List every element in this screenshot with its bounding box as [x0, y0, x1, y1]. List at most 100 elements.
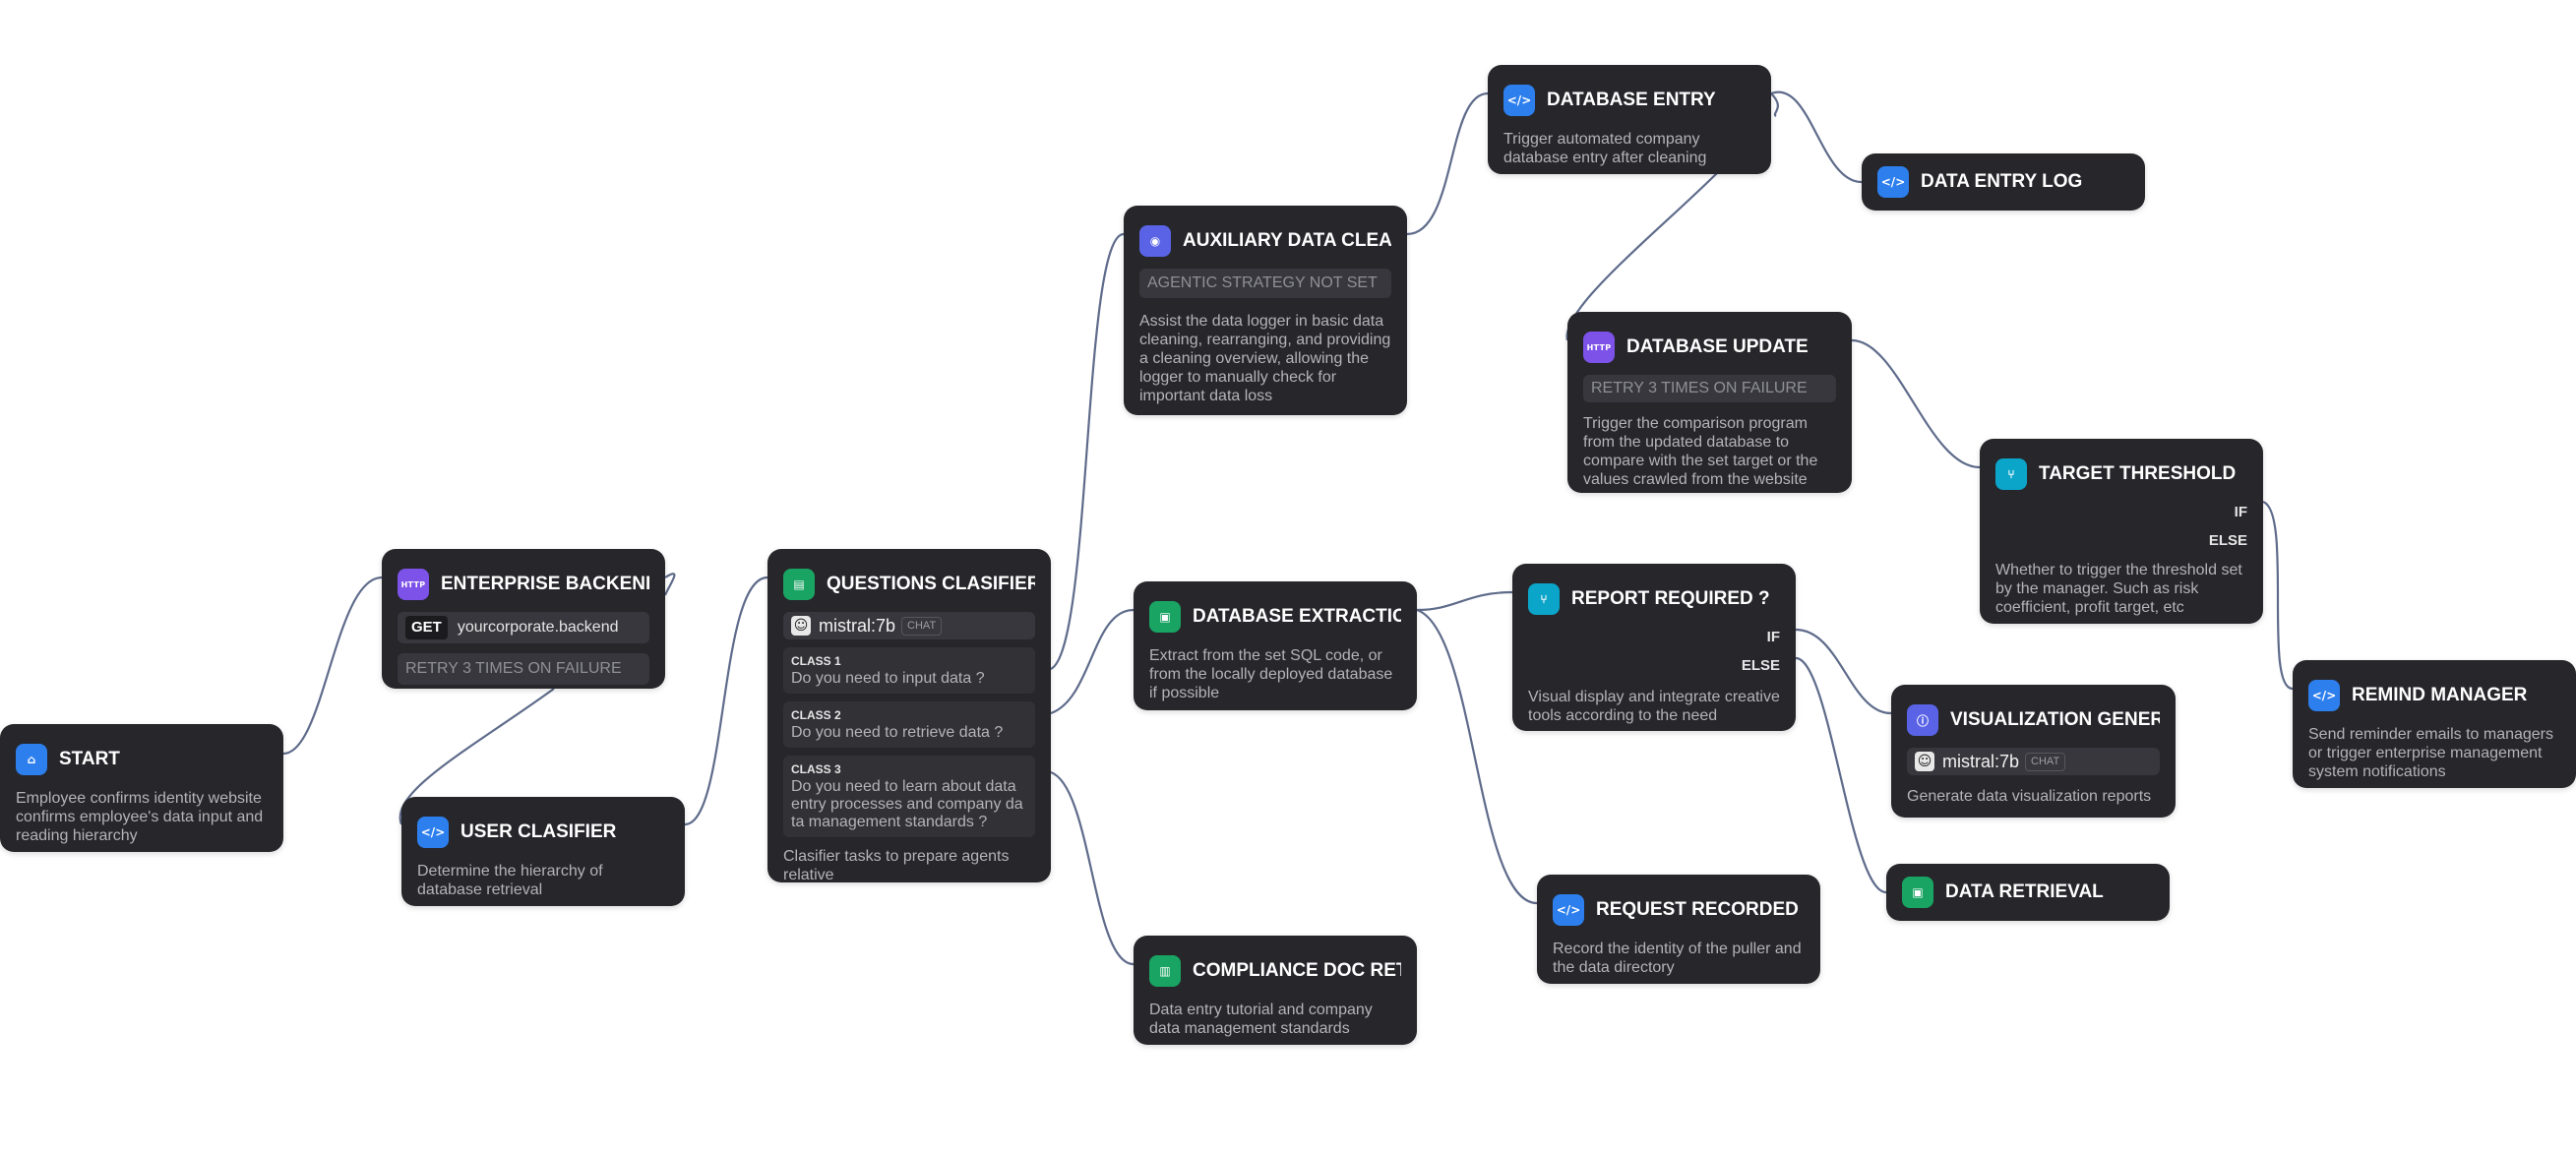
node-title: AUXILIARY DATA CLEAN — [1183, 230, 1391, 251]
else-branch-label: ELSE — [2208, 532, 2247, 549]
edge-start-backend — [282, 576, 383, 756]
node-description: Generate data visualization reports — [1907, 788, 2152, 805]
node-title: DATABASE UPDATE — [1626, 336, 1809, 357]
node-compliance-doc-retriev[interactable]: ▥ COMPLIANCE DOC RETRIEV Data entry tuto… — [1134, 936, 1417, 1045]
branch-icon: ⑂ — [1528, 583, 1560, 615]
edge-questions-extraction — [1050, 608, 1135, 715]
class-item: CLASS 1 Do you need to input data ? — [783, 647, 1035, 694]
node-database-extraction[interactable]: ▣ DATABASE EXTRACTION Extract from the s… — [1134, 581, 1417, 710]
document-icon: ▣ — [1902, 877, 1933, 908]
node-description: Send reminder emails to managers or trig… — [2308, 726, 2554, 780]
http-icon: HTTP — [1583, 332, 1615, 363]
node-user-clasifier[interactable]: </> USER CLASIFIER Determine the hierarc… — [401, 797, 685, 906]
model-name: mistral:7b — [1942, 752, 2020, 771]
edge-questions-compliance — [1050, 770, 1135, 966]
model-icon: ☺ — [1915, 752, 1934, 771]
code-icon: </> — [417, 817, 449, 848]
retry-policy: RETRY 3 TIMES ON FAILURE — [398, 653, 649, 685]
node-title: START — [59, 749, 120, 769]
node-description: Trigger the comparison program from the … — [1583, 415, 1818, 488]
node-title: QUESTIONS CLASIFIER — [827, 574, 1035, 594]
node-database-entry[interactable]: </> DATABASE ENTRY Trigger automated com… — [1488, 65, 1771, 174]
node-database-update[interactable]: HTTP DATABASE UPDATE RETRY 3 TIMES ON FA… — [1567, 312, 1852, 493]
if-branch-label: IF — [2234, 504, 2247, 520]
agent-strategy: AGENTIC STRATEGY NOT SET — [1139, 269, 1391, 298]
node-title: REQUEST RECORDED — [1596, 899, 1799, 920]
http-icon: HTTP — [398, 569, 429, 600]
http-method-badge: GET — [405, 616, 448, 639]
model-selector[interactable]: ☺ mistral:7b CHAT — [1907, 748, 2160, 775]
class-label: CLASS 1 — [791, 654, 841, 668]
node-title: REPORT REQUIRED ? — [1571, 588, 1770, 609]
node-visualization-generato[interactable]: ⓘ VISUALIZATION GENERATO ☺ mistral:7b CH… — [1891, 685, 2176, 818]
branch-icon: ⑂ — [1995, 458, 2027, 490]
node-report-required[interactable]: ⑂ REPORT REQUIRED ? IF ELSE Visual displ… — [1512, 564, 1796, 731]
model-icon: ☺ — [791, 616, 811, 636]
node-description: Data entry tutorial and company data man… — [1149, 1002, 1373, 1037]
node-description: Record the identity of the puller and th… — [1553, 941, 1802, 976]
node-description: Visual display and integrate creative to… — [1528, 689, 1780, 724]
node-description: Extract from the set SQL code, or from t… — [1149, 647, 1393, 701]
edge-extraction-report — [1416, 590, 1513, 612]
node-request-recorded[interactable]: </> REQUEST RECORDED Record the identity… — [1537, 875, 1820, 984]
document-icon: ▣ — [1149, 601, 1181, 633]
edge-update-threshold — [1851, 338, 1981, 469]
code-icon: </> — [2308, 680, 2340, 711]
node-questions-clasifier[interactable]: ▤ QUESTIONS CLASIFIER ☺ mistral:7b CHAT … — [767, 549, 1051, 883]
node-target-threshold[interactable]: ⑂ TARGET THRESHOLD IF ELSE Whether to tr… — [1980, 439, 2263, 624]
home-icon: ⌂ — [16, 744, 47, 775]
class-question: Do you need to retrieve data ? — [791, 724, 1004, 741]
node-start[interactable]: ⌂ START Employee confirms identity websi… — [0, 724, 283, 852]
code-icon: </> — [1553, 894, 1584, 926]
book-icon: ▥ — [1149, 955, 1181, 987]
node-title: DATA ENTRY LOG — [1921, 171, 2083, 192]
classifier-icon: ▤ — [783, 569, 815, 600]
node-title: DATABASE ENTRY — [1547, 90, 1716, 110]
code-icon: </> — [1503, 85, 1535, 116]
node-remind-manager[interactable]: </> REMIND MANAGER Send reminder emails … — [2293, 660, 2576, 788]
edge-report-retrieval — [1795, 656, 1887, 894]
node-enterprise-backend-req[interactable]: HTTP ENTERPRISE BACKEND REQ GET yourcorp… — [382, 549, 665, 689]
node-description: Whether to trigger the threshold set by … — [1995, 562, 2242, 616]
if-branch-label: IF — [1766, 629, 1780, 645]
model-selector[interactable]: ☺ mistral:7b CHAT — [783, 612, 1035, 639]
node-title: ENTERPRISE BACKEND REQ — [441, 574, 649, 594]
node-title: USER CLASIFIER — [460, 821, 617, 842]
model-name: mistral:7b — [819, 616, 896, 636]
class-item: CLASS 3 Do you need to learn about data … — [783, 756, 1035, 837]
info-icon: ⓘ — [1907, 704, 1938, 736]
edge-entry-log — [1770, 91, 1863, 184]
node-description: Employee confirms identity website confi… — [16, 790, 264, 844]
node-title: DATA RETRIEVAL — [1945, 881, 2104, 902]
retry-policy: RETRY 3 TIMES ON FAILURE — [1583, 375, 1836, 402]
class-question: Do you need to learn about data entry pr… — [791, 778, 1023, 830]
class-label: CLASS 3 — [791, 762, 841, 776]
agent-icon: ◉ — [1139, 225, 1171, 257]
edge-report-visualization — [1795, 628, 1892, 715]
model-mode-badge: CHAT — [901, 616, 943, 636]
request-url: yourcorporate.backend — [457, 619, 619, 636]
node-description: Trigger automated company database entry… — [1503, 131, 1707, 166]
class-item: CLASS 2 Do you need to retrieve data ? — [783, 701, 1035, 748]
node-description: Determine the hierarchy of database retr… — [417, 863, 603, 898]
node-title: TARGET THRESHOLD — [2039, 463, 2237, 484]
node-title: COMPLIANCE DOC RETRIEV — [1193, 960, 1401, 981]
model-mode-badge: CHAT — [2025, 752, 2066, 771]
edge-auxiliary-entry — [1406, 91, 1489, 236]
node-data-retrieval[interactable]: ▣ DATA RETRIEVAL — [1886, 864, 2170, 921]
node-title: REMIND MANAGER — [2352, 685, 2528, 705]
node-title: VISUALIZATION GENERATO — [1950, 709, 2160, 730]
node-description: Clasifier tasks to prepare agents relati… — [783, 848, 1010, 883]
node-auxiliary-data-clean[interactable]: ◉ AUXILIARY DATA CLEAN AGENTIC STRATEGY … — [1124, 206, 1407, 415]
class-label: CLASS 2 — [791, 708, 841, 722]
node-title: DATABASE EXTRACTION — [1193, 606, 1401, 627]
edge-questions-auxiliary — [1050, 232, 1125, 670]
code-icon: </> — [1877, 166, 1909, 198]
class-question: Do you need to input data ? — [791, 670, 985, 687]
node-data-entry-log[interactable]: </> DATA ENTRY LOG — [1862, 153, 2145, 211]
request-line: GET yourcorporate.backend — [398, 612, 649, 643]
node-description: Assist the data logger in basic data cle… — [1139, 313, 1391, 404]
else-branch-label: ELSE — [1741, 657, 1780, 674]
edge-userclasifier-questions — [684, 576, 768, 826]
edge-threshold-remind — [2262, 500, 2294, 691]
